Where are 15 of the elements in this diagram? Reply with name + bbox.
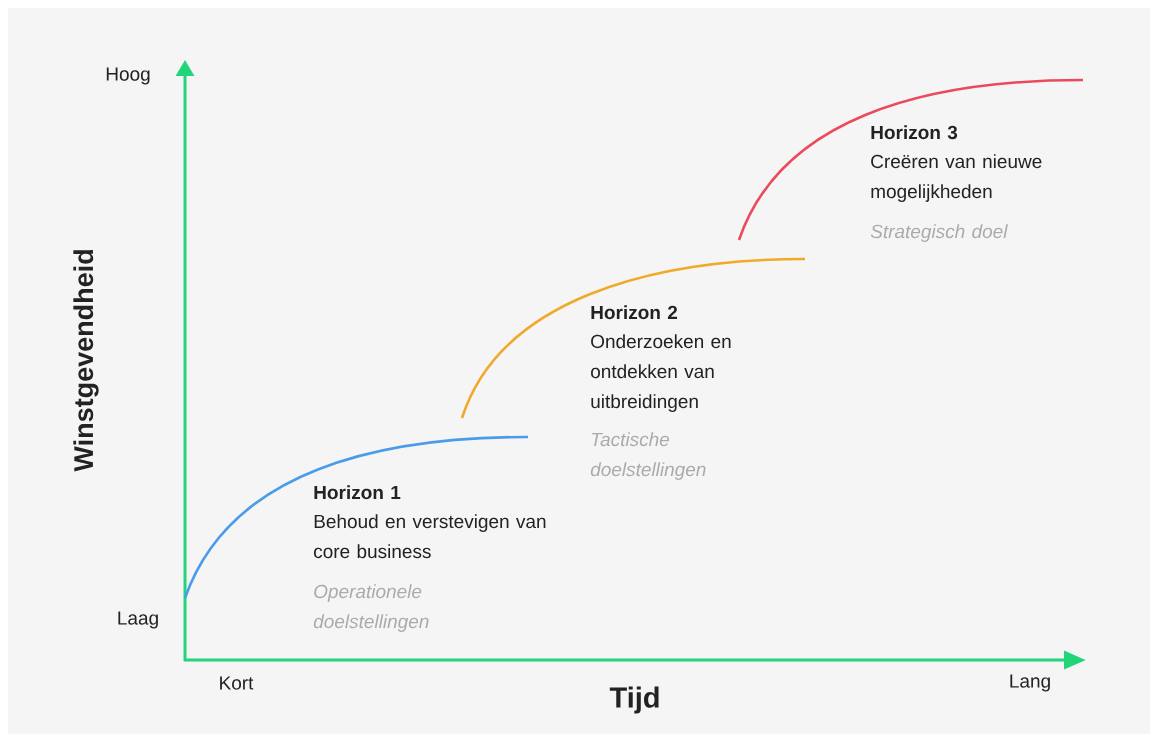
note: Tactische doelstellingen: [590, 432, 706, 480]
axis-title: Winstgevendheid: [73, 250, 99, 472]
heading: Horizon 3: [871, 125, 958, 140]
axis-label: Lang: [1010, 674, 1050, 692]
heading: Horizon 1: [314, 485, 401, 500]
note: Strategisch doel: [870, 224, 1008, 242]
description: Creëren van nieuwe mogelijkheden: [871, 154, 1042, 202]
axis-title: Tijd: [609, 686, 659, 714]
description: Onderzoeken en ontdekken van uitbreidingen: [591, 334, 731, 412]
axis-label: Hoog: [106, 67, 150, 85]
note: Operationele doelstellingen: [313, 584, 429, 632]
axis-label: Kort: [220, 676, 254, 690]
description: Behoud en verstevigen van core business: [314, 514, 546, 559]
axis-label: Laag: [118, 611, 158, 629]
heading: Horizon 2: [591, 305, 678, 320]
